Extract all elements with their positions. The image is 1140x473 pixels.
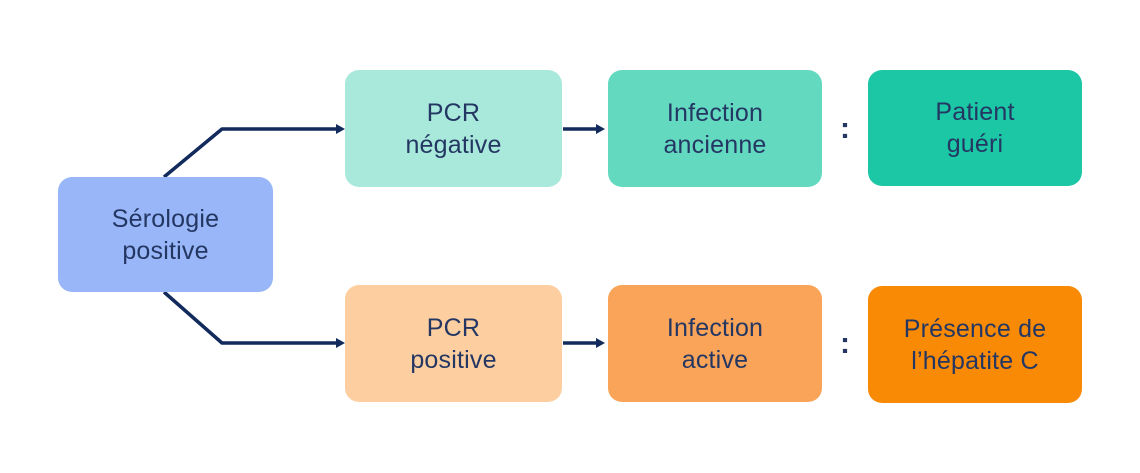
node-presence-hepatite-c: Présence de l’hépatite C — [868, 286, 1082, 403]
node-pcr-positive: PCR positive — [345, 285, 562, 402]
node-pcr-negative-label: PCR négative — [405, 98, 502, 159]
node-pcr-positive-label: PCR positive — [410, 313, 497, 374]
node-infection-active-label: Infection active — [666, 313, 764, 374]
node-serologie-positive: Sérologie positive — [58, 177, 273, 292]
arrow-serologie-to-pcr-positive — [162, 290, 345, 348]
colon-separator-row1: : — [840, 111, 850, 145]
node-infection-ancienne: Infection ancienne — [608, 70, 822, 187]
node-pcr-negative: PCR négative — [345, 70, 562, 187]
node-patient-gueri: Patient guéri — [868, 70, 1082, 186]
node-patient-gueri-label: Patient guéri — [935, 98, 1015, 158]
node-serologie-positive-label: Sérologie positive — [111, 204, 220, 265]
node-presence-hepatite-c-label: Présence de l’hépatite C — [903, 314, 1047, 375]
node-infection-active: Infection active — [608, 285, 822, 402]
node-infection-ancienne-label: Infection ancienne — [663, 98, 767, 159]
colon-separator-row2: : — [840, 326, 850, 360]
arrow-serologie-to-pcr-negative — [162, 124, 345, 179]
